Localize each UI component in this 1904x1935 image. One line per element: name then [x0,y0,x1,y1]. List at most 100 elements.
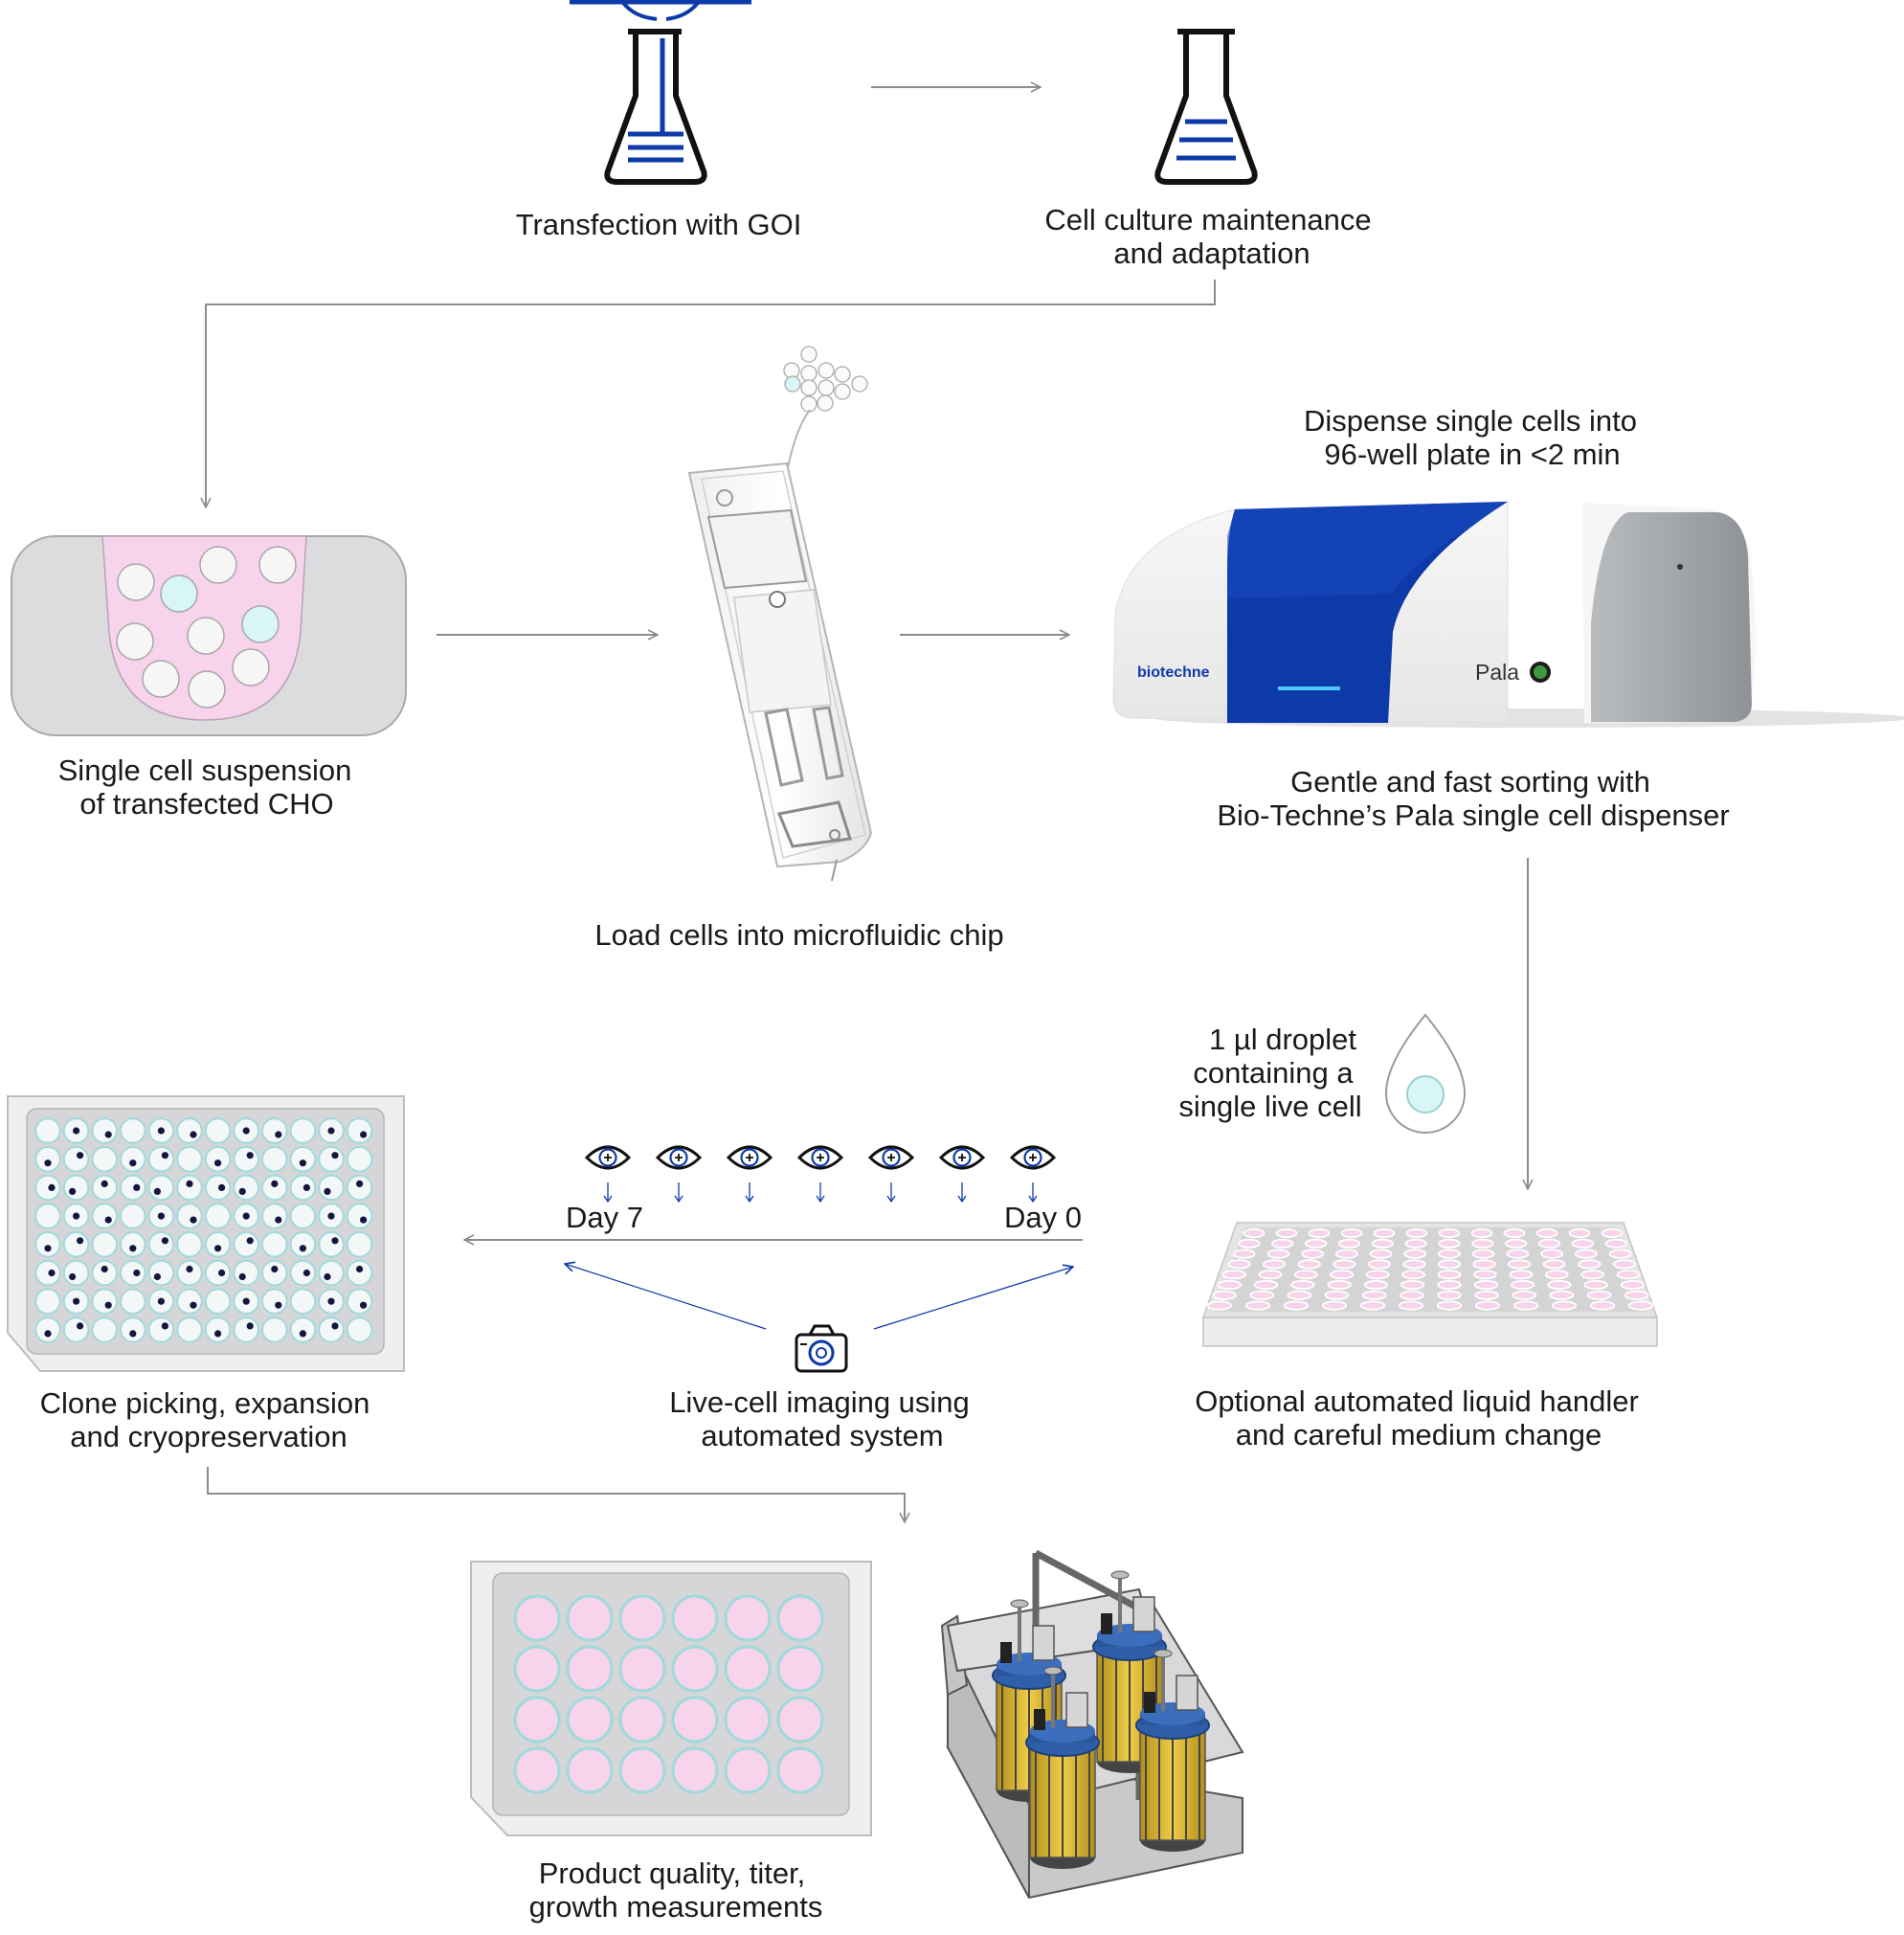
well [1275,1227,1298,1239]
well [120,1231,146,1258]
well [318,1259,345,1287]
well [1508,1259,1532,1270]
clone-dot [129,1159,137,1167]
clone-dot [299,1159,306,1167]
dispense-label-line2: 96-well plate in <2 min [1324,438,1620,471]
well [1437,1259,1462,1270]
clone-dot [242,1297,250,1305]
well [1575,1249,1598,1259]
well [1337,1238,1361,1249]
cell [834,383,851,400]
well [261,1117,288,1144]
well [1540,1249,1563,1259]
well [233,1231,260,1258]
well [1624,1290,1649,1300]
well [204,1174,232,1202]
well [346,1288,373,1315]
cell [800,395,818,413]
well [120,1145,146,1173]
cell [800,365,818,382]
well [120,1203,146,1229]
well [1400,1279,1425,1291]
well [204,1316,232,1343]
well [261,1174,288,1202]
well [724,1746,772,1794]
well [34,1145,61,1173]
clone-dot [101,1265,108,1273]
cell [851,375,868,393]
well [91,1288,118,1315]
well [776,1746,824,1794]
dispense-label-line1: Dispense single cells into [1304,404,1637,438]
well [62,1316,90,1343]
well [1627,1300,1654,1311]
eye-icon [1009,1145,1057,1204]
clone-dot [218,1269,226,1277]
well [346,1259,373,1287]
well [1369,1249,1393,1259]
clone-dot [271,1180,279,1187]
well [1365,1270,1390,1280]
well [1437,1290,1462,1300]
well [34,1259,61,1287]
clone-dot [275,1131,282,1138]
well [1330,1270,1355,1280]
well [1608,1249,1632,1259]
clone-dot [356,1265,364,1273]
well [1589,1300,1616,1311]
well [346,1316,373,1343]
culture-label-line2: and adaptation [1113,236,1310,270]
well [204,1145,232,1173]
clone-label-line1: Clone picking, expansion [40,1386,370,1420]
well [91,1231,118,1258]
brand-logo: biotechne [1137,664,1210,681]
well [346,1231,373,1258]
well [1506,1249,1530,1259]
cell [116,622,154,661]
well [346,1145,373,1173]
well [318,1145,345,1173]
clone-dot [73,1127,80,1135]
well [289,1203,317,1229]
well [34,1231,61,1258]
imaging-timepoints [584,1145,1057,1204]
cell [188,670,226,709]
well [1254,1279,1279,1291]
well [1601,1227,1624,1239]
well [1511,1279,1535,1291]
well [724,1696,772,1744]
well [513,1594,561,1642]
clone-dot [275,1301,282,1309]
well [1542,1259,1566,1270]
well [724,1645,772,1693]
clone-dot [73,1212,80,1220]
droplet-label-line2: containing a [1193,1056,1354,1090]
cell [784,375,801,393]
arrow-camera-to-day0 [873,1267,1073,1330]
clone-label-line2: and cryopreservation [70,1420,347,1453]
clone-plate [7,1095,405,1372]
well [1578,1259,1602,1270]
well [1547,1279,1572,1291]
well [1359,1300,1386,1311]
culture-flask-icon [1154,29,1258,185]
clone-dot [360,1216,368,1224]
well [289,1117,317,1144]
clone-dot [246,1152,254,1159]
24-well-plate [470,1561,872,1836]
well [1616,1270,1641,1280]
well [1367,1259,1392,1270]
sorting-label-line2: Bio-Techne’s Pala single cell dispenser [1217,799,1729,832]
well [1227,1259,1251,1270]
droplet-icon [1384,1013,1467,1134]
cell [817,394,834,412]
clone-dot [214,1159,222,1167]
clone-dot [157,1297,165,1305]
clone-dot [104,1301,112,1309]
clone-dot [104,1131,112,1138]
well [1217,1279,1242,1291]
well [91,1145,118,1173]
well [1405,1227,1428,1239]
well [147,1231,175,1258]
well [261,1316,288,1343]
